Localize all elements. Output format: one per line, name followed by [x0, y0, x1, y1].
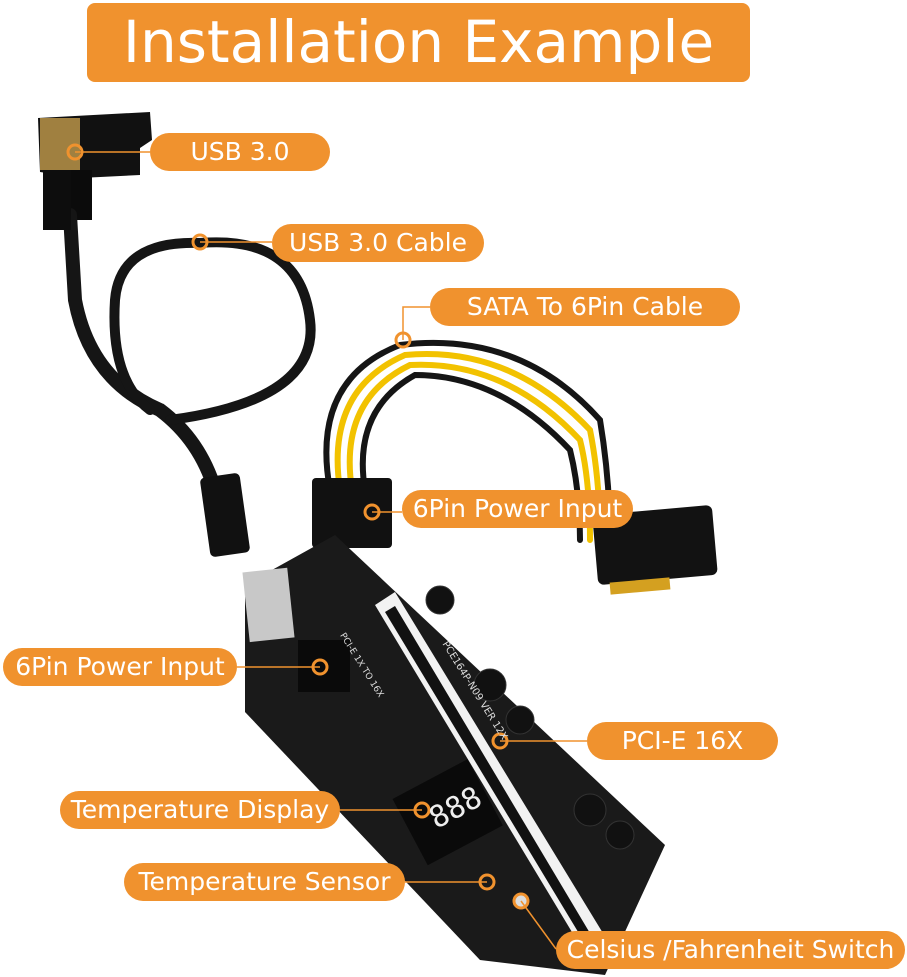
page-title: Installation Example [87, 3, 750, 82]
label-temp-sensor: Temperature Sensor [124, 863, 405, 901]
callout-dots [66, 143, 530, 910]
callouts [75, 151, 587, 950]
6pin-connector-board [298, 640, 350, 692]
riser-board [242, 535, 665, 975]
label-usb30: USB 3.0 [150, 133, 330, 171]
sata-cable [323, 339, 613, 543]
usb-cable [63, 208, 316, 497]
label-temp-display: Temperature Display [60, 791, 340, 829]
temp-display [392, 759, 503, 866]
label-usb30-cable: USB 3.0 Cable [272, 224, 484, 262]
usb-plug-bottom [200, 473, 250, 557]
6pin-connector-top [312, 478, 392, 548]
label-power-input-left: 6Pin Power Input [3, 648, 237, 686]
usb-plug-top [43, 170, 71, 230]
label-cf-switch: Celsius /Fahrenheit Switch [556, 931, 905, 969]
label-sata-cable: SATA To 6Pin Cable [430, 288, 740, 326]
label-power-input-right: 6Pin Power Input [402, 490, 633, 528]
usb-port [242, 567, 295, 643]
label-pcie16x: PCI-E 16X [587, 722, 778, 760]
